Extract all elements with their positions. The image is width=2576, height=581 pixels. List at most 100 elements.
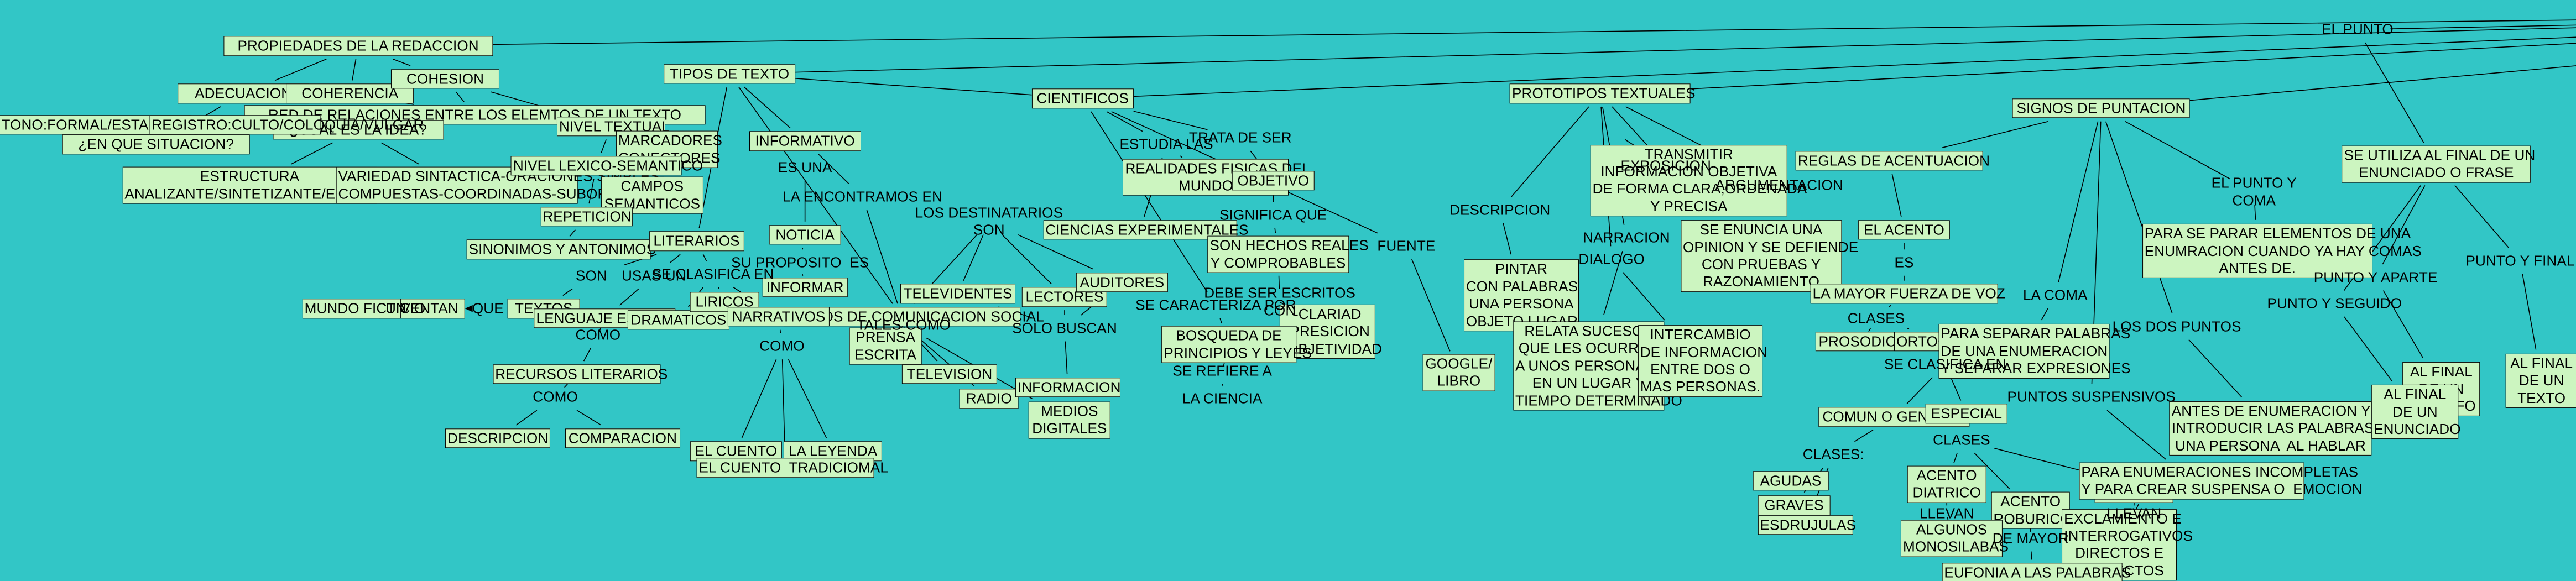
edge [2522, 274, 2537, 350]
edge [2031, 551, 2032, 560]
map-node-52[interactable]: GOOGLE/ LIBRO [1422, 354, 1495, 391]
map-node-78[interactable]: ANTES DE ENUMERACION Y PARA INTRODUCIR L… [2169, 401, 2413, 456]
edge [1503, 223, 1512, 255]
edge-label-11: TALES COMO [856, 316, 951, 333]
map-node-40[interactable]: RADIO [959, 389, 1019, 409]
edge-label-23: NARRACION [1583, 229, 1670, 246]
map-node-61[interactable]: EL ACENTO [1858, 219, 1951, 240]
edge-label-18: SE CARACTERIZA POR [1135, 296, 1296, 313]
map-node-48[interactable]: OBJETIVO [1232, 170, 1315, 191]
map-node-37[interactable]: EL CUENTO TRADICIOMAL [696, 458, 888, 478]
map-node-34[interactable]: COMPARACION [565, 428, 680, 448]
edge [1950, 377, 1962, 401]
map-node-53[interactable]: PROTOTIPOS TEXTUALES [1510, 83, 1696, 103]
edge [1511, 106, 1589, 197]
map-node-67[interactable]: AGUDAS [1753, 471, 1829, 491]
edge-label-20: LA CIENCIA [1182, 390, 1263, 407]
map-node-39[interactable]: TELEVISION [901, 364, 998, 384]
map-node-60[interactable]: REGLAS DE ACENTUACION [1795, 151, 1990, 171]
map-node-17[interactable]: SINONIMOS Y ANTONIMOS [466, 239, 656, 259]
edge [802, 248, 804, 250]
edge [2454, 185, 2510, 248]
map-node-38[interactable]: PRENSA ESCRITA [849, 328, 922, 365]
map-node-44[interactable]: AUDITORES [1076, 272, 1169, 292]
map-node-59[interactable]: SIGNOS DE PUNTACION [2012, 98, 2190, 118]
edge-label-6: COMO [533, 388, 578, 405]
edge-label-40: PUNTO Y APARTE [2313, 269, 2438, 286]
edge-label-24: EXPOSICION [1620, 157, 1711, 174]
map-node-55[interactable]: SE ENUNCIA UNA OPINION Y SE DEFIENDE CON… [1680, 220, 1858, 292]
map-node-75[interactable]: EUFONIA A LAS PALABRAS [1942, 563, 2131, 581]
map-node-83[interactable]: AL FINAL DE UN ENUNCIADO [2371, 385, 2461, 439]
map-node-51[interactable]: BOSQUEDA DE PRINCIPIOS Y LEYES [1161, 326, 1312, 363]
map-node-15[interactable]: CAMPOS SEMANTICOS [601, 176, 703, 214]
map-node-32[interactable]: RECURSOS LITERARIOS [493, 364, 668, 384]
map-node-41[interactable]: MEDIOS DIGITALES [1028, 401, 1111, 439]
edge [583, 348, 592, 362]
map-node-73[interactable]: ALGUNOS MONOSILABAS [1901, 520, 2009, 557]
map-node-66[interactable]: ESPECIAL [1925, 404, 2008, 423]
map-node-35[interactable]: EL CUENTO [690, 441, 783, 462]
edge [2344, 316, 2392, 381]
edge [702, 254, 707, 261]
map-node-42[interactable]: TELEVIDENTES [900, 284, 1015, 304]
edge [2041, 308, 2048, 321]
map-node-36[interactable]: LA LEYENDA [784, 441, 883, 462]
edge [2365, 42, 2424, 143]
map-node-5[interactable]: ¿EN QUE SITUACION? [62, 134, 250, 154]
edge-label-26: DIALOGO [1578, 250, 1645, 268]
edge [562, 288, 573, 296]
map-node-47[interactable]: CIENCIAS EXPERIMENTALES [1043, 219, 1248, 240]
edge-label-7: COMO [759, 337, 805, 354]
edge [1065, 341, 1068, 374]
edge [1106, 111, 1143, 132]
map-node-14[interactable]: NIVEL LEXICO-SEMANTICO [510, 156, 703, 176]
map-node-71[interactable]: ACENTO ROBURICO [1991, 491, 2072, 529]
map-node-27[interactable]: MUNDO FICTICIO [302, 299, 425, 318]
map-node-54[interactable]: TRANSMITIR INFORMACION OBJETIVA DE FORMA… [1590, 144, 1807, 217]
map-node-49[interactable]: SON HECHOS REALES Y COMPROBABLES [1207, 235, 1369, 273]
edge-label-16: SIGNIFICA QUE [1219, 206, 1327, 223]
edge-label-17: DEBE SER ESCRITOS CON [1204, 284, 1356, 319]
map-node-68[interactable]: GRAVES [1758, 495, 1831, 516]
map-node-82[interactable]: AL FINAL DE UN TEXTO [2505, 353, 2576, 408]
map-node-22[interactable]: NOTICIA [769, 224, 841, 245]
map-node-18[interactable]: TIPOS DE TEXTO [664, 64, 795, 84]
map-node-23[interactable]: INFORMAR [762, 277, 848, 297]
map-node-69[interactable]: ESDRUJULAS [1758, 515, 1856, 535]
map-node-21[interactable]: LITERARIOS [649, 231, 744, 252]
map-node-19[interactable]: CIENTIFICOS [1031, 88, 1134, 108]
map-node-70[interactable]: ACENTO DIATRICO [1907, 465, 1986, 503]
edge-label-10: LA ENCONTRAMOS EN [783, 188, 942, 205]
map-node-62[interactable]: LA MAYOR FUERZA DE VOZ [1810, 284, 2005, 304]
edge-label-28: CLASES [1847, 310, 1905, 327]
map-node-80[interactable]: SE UTILIZA AL FINAL DE UN ENUNCIADO O FR… [2342, 145, 2535, 183]
map-node-33[interactable]: DESCRIPCION [445, 428, 551, 448]
edge-label-22: DESCRIPCION [1449, 201, 1551, 218]
map-node-56[interactable]: PINTAR CON PALABRAS UNA PERSONA OBJETO,L… [1463, 259, 1579, 332]
map-node-31[interactable]: NARRATIVOS [728, 307, 830, 327]
map-node-16[interactable]: REPETICION [540, 207, 633, 227]
map-node-45[interactable]: INFORMACION [1015, 377, 1120, 397]
map-node-3[interactable]: COHERENCIA [285, 83, 414, 103]
arrowhead-icon [465, 305, 473, 312]
map-node-58[interactable]: INTERCAMBIO DE INFORMACION ENTRE DOS O M… [1638, 325, 1767, 397]
map-node-6[interactable]: RED DE RELACIONES ENTRE LOS ELEMTOS DE U… [244, 105, 706, 125]
map-node-29[interactable]: DRAMATICOS [627, 310, 729, 330]
edge [564, 384, 568, 388]
edge [1180, 155, 1183, 158]
edge-label-5: COMO [575, 326, 621, 343]
edge [779, 329, 781, 333]
map-node-10[interactable]: ESTRUCTURA ANALIZANTE/SINTETIZANTE/ENCUA… [122, 167, 505, 204]
edge-label-35: LA COMA [2022, 286, 2088, 303]
edge [1953, 453, 1958, 463]
map-node-77[interactable]: PARA ENUMERACIONES INCOMPLETAS Y PARA CR… [2079, 462, 2363, 500]
map-node-1[interactable]: PROPIEDADES DE LA REDACCION [223, 36, 493, 56]
map-node-20[interactable]: INFORMATIVO [749, 131, 861, 151]
map-node-4[interactable]: COHESION [391, 69, 500, 89]
edge [1942, 121, 2048, 148]
edge-label-27: ES [1894, 254, 1914, 271]
map-node-9[interactable]: REGISTRO:CULTO/COLOQUIA/VULGAR [149, 114, 424, 135]
map-node-79[interactable]: PARA SE PARAR ELEMENTOS DE UNA ENUMRACIO… [2142, 224, 2422, 279]
edge-label-15: TRATA DE SER [1188, 129, 1292, 146]
